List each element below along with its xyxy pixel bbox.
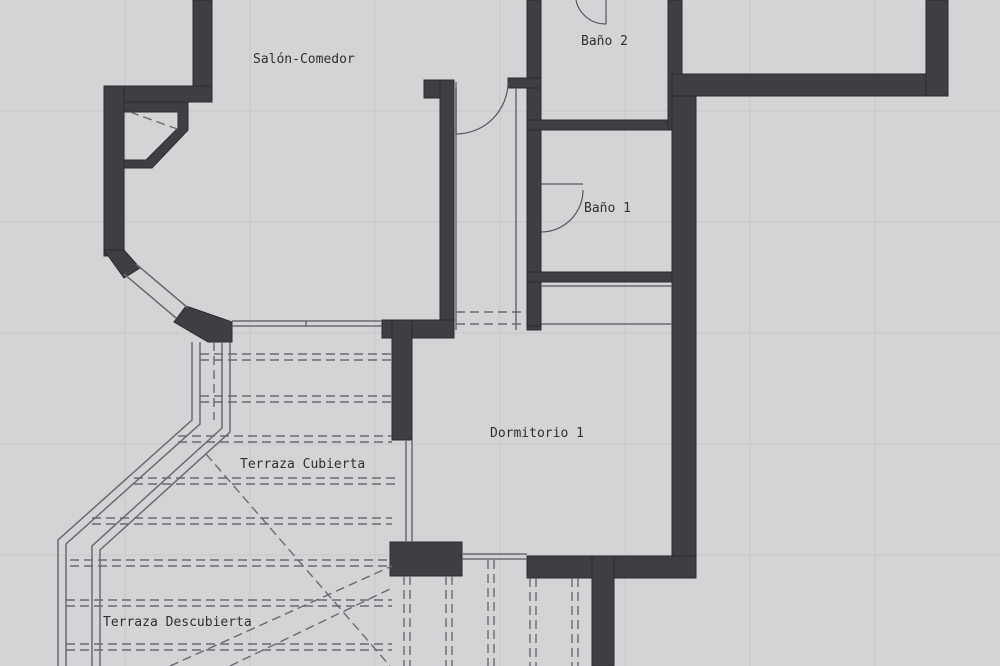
terrace-railing-inner <box>65 342 201 666</box>
wall-right-long <box>671 77 697 579</box>
door-salon-arc <box>455 81 509 135</box>
wall-left-outer <box>103 85 125 257</box>
wall-bath1-bottom <box>526 271 676 283</box>
wall-terrace-right-pier <box>391 319 413 441</box>
doors <box>455 0 607 233</box>
label-bano-2: Baño 2 <box>581 34 628 49</box>
label-salon-comedor: Salón-Comedor <box>253 52 355 67</box>
wall-bottom-vertical <box>591 555 615 666</box>
wall-top-right-horizontal <box>671 73 949 97</box>
label-dormitorio-1: Dormitorio 1 <box>490 426 584 441</box>
dash-diag-2 <box>169 565 393 666</box>
dash-diag-1 <box>205 453 391 666</box>
bay-window-line-2 <box>135 263 189 309</box>
dash-salon-diag <box>129 111 181 131</box>
door-bano1-arc <box>540 189 584 233</box>
label-terraza-cubierta: Terraza Cubierta <box>240 457 365 472</box>
wall-closet-divider <box>526 281 542 327</box>
terrace-inner-edge-2 <box>99 342 231 666</box>
terrace-railing-outer <box>57 342 193 666</box>
bay-window-line-1 <box>123 273 177 319</box>
door-bano2-arc <box>575 0 607 25</box>
wall-bottom-pier <box>389 541 463 577</box>
wall-left-chamfer-lower <box>103 249 141 279</box>
dash-diag-3 <box>229 587 393 666</box>
wall-salon-right <box>439 79 455 339</box>
wall-bath2-bottom <box>526 119 676 131</box>
wall-corridor-stub <box>507 77 542 89</box>
room-labels: Salón-Comedor Baño 2 Baño 1 Dormitorio 1… <box>103 34 631 630</box>
label-terraza-descubierta: Terraza Descubierta <box>103 615 252 630</box>
walls <box>103 0 949 666</box>
wall-top-right-vertical <box>925 0 949 97</box>
thin-lines <box>57 88 672 666</box>
wall-cupboard <box>123 101 189 169</box>
wall-bay-corner <box>173 305 233 343</box>
dashed-lines <box>66 111 579 666</box>
label-bano-1: Baño 1 <box>584 201 631 216</box>
terrace-inner-edge-1 <box>91 342 223 666</box>
